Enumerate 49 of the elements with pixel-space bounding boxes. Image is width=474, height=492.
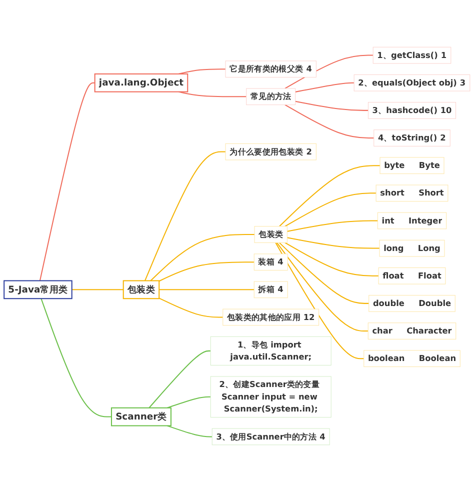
connector xyxy=(158,262,254,282)
connector xyxy=(178,91,246,98)
node-box: boolean Boolean xyxy=(364,350,460,368)
node-box: 3、hashcode() 10 xyxy=(368,102,456,119)
connector xyxy=(72,289,124,290)
node-box: char Character xyxy=(368,322,456,340)
connector xyxy=(39,82,95,281)
connector xyxy=(144,151,226,281)
connector xyxy=(148,350,211,408)
connector xyxy=(40,298,112,418)
connector xyxy=(287,237,380,249)
node-box: 2、创建Scanner类的变量 Scanner input = new Scanner(System.in); xyxy=(210,376,332,418)
connector xyxy=(287,220,378,232)
node-box: double Double xyxy=(368,295,456,312)
node-box: 5-Java常用类 xyxy=(4,280,72,300)
connector xyxy=(284,192,376,227)
node-box: long Long xyxy=(379,240,445,257)
node-box: 为什么要使用包装类 2 xyxy=(225,143,316,160)
connector xyxy=(159,289,254,290)
node-box: float Float xyxy=(378,267,446,284)
node-box: int Integer xyxy=(377,212,447,230)
connector xyxy=(158,298,223,318)
node-box: 1、导包 import java.util.Scanner; xyxy=(210,336,332,366)
node-box: 拆箱 4 xyxy=(254,281,288,298)
node-box: byte Byte xyxy=(380,157,444,174)
connector xyxy=(295,100,368,111)
node-box: 装箱 4 xyxy=(254,254,288,270)
node-box: 包装类 xyxy=(254,226,288,243)
node-box: 3、使用Scanner中的方法 4 xyxy=(212,428,330,446)
node-box: 它是所有类的根父类 4 xyxy=(225,60,316,78)
node-box: 包装类的其他的应用 12 xyxy=(222,308,320,326)
connector xyxy=(295,82,354,92)
node-box: Scanner类 xyxy=(110,407,172,426)
connector xyxy=(284,242,379,276)
connector xyxy=(167,425,212,438)
connector xyxy=(279,165,380,227)
connector xyxy=(284,104,374,139)
node-box: 1、getClass() 1 xyxy=(372,46,452,64)
node-box: 2、equals(Object obj) 3 xyxy=(354,74,470,92)
connector xyxy=(275,242,364,360)
node-box: 常见的方法 xyxy=(246,88,296,106)
node-box: 4、toString() 2 xyxy=(374,130,450,146)
node-box: 包装类 xyxy=(122,280,160,300)
node-box: java.lang.Object xyxy=(94,73,188,92)
connector xyxy=(276,242,368,332)
connector xyxy=(279,242,369,304)
connector xyxy=(167,396,211,408)
connector xyxy=(150,234,254,282)
node-box: short Short xyxy=(376,184,448,202)
